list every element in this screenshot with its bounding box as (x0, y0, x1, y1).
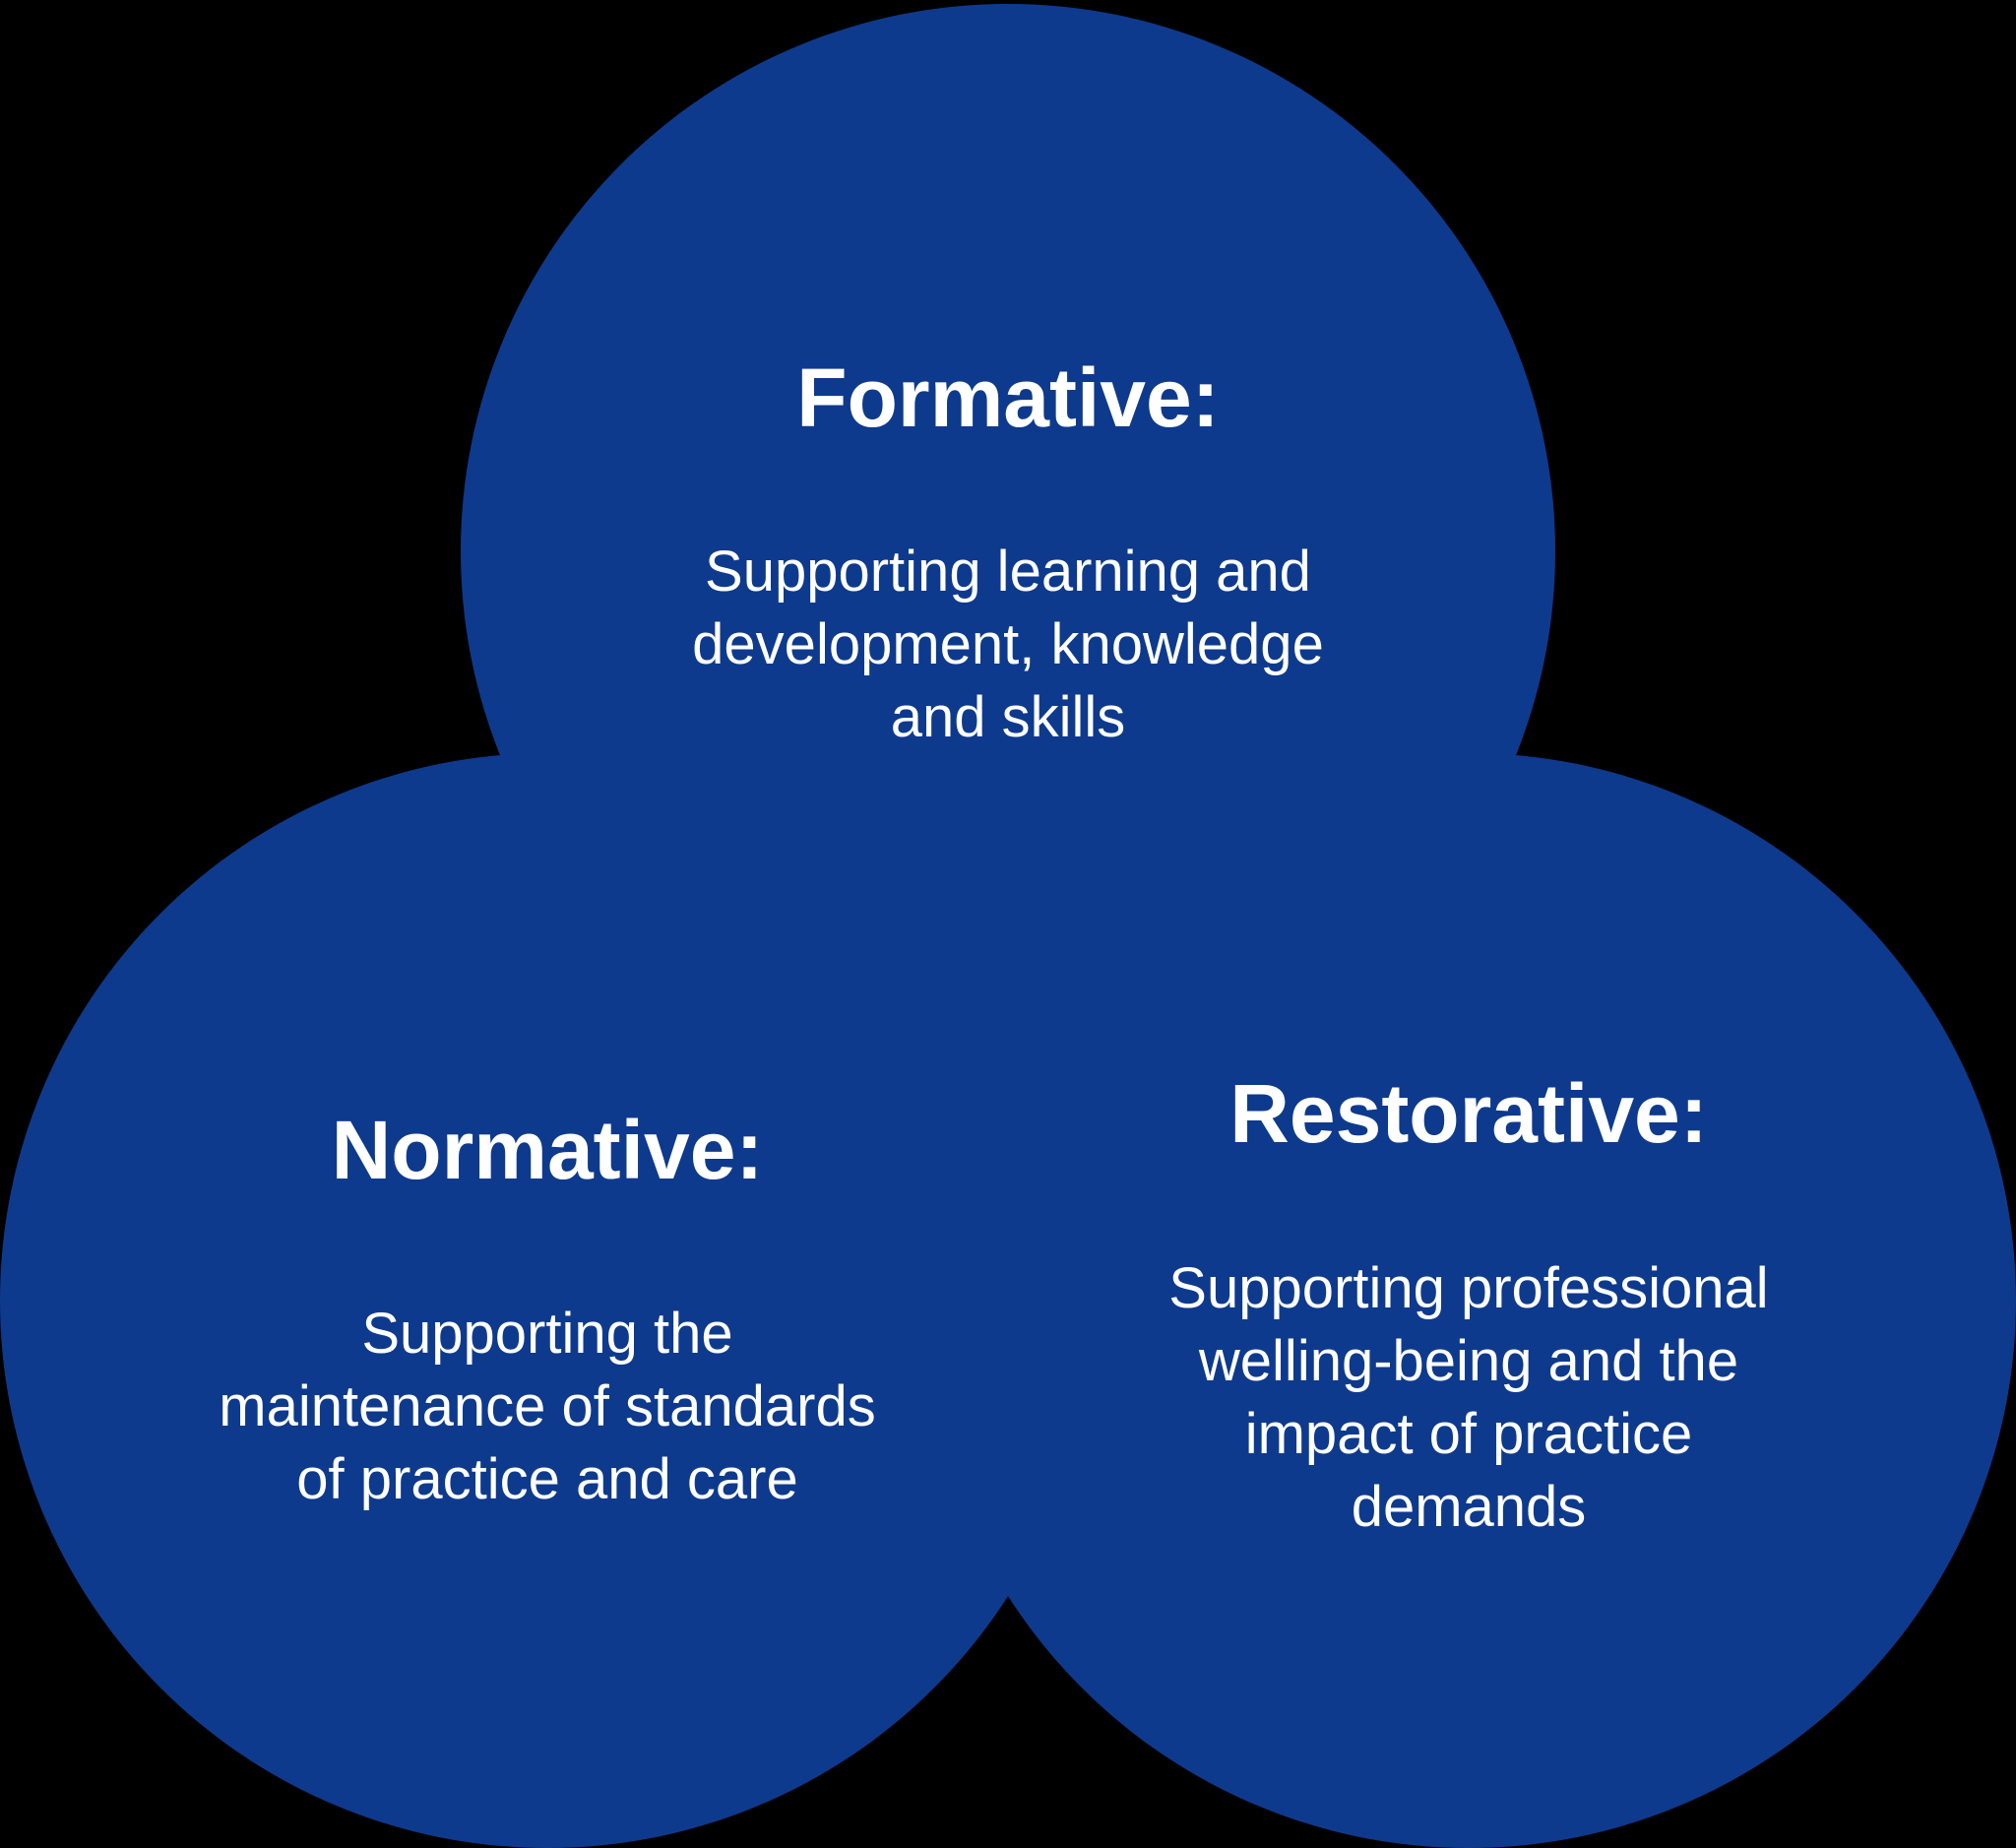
restorative-description: Supporting professional welling-being an… (1168, 1256, 1769, 1539)
normative-circle (0, 753, 1095, 1848)
restorative-heading: Restorative: (1229, 1067, 1708, 1160)
restorative-circle (921, 753, 2016, 1848)
normative-description: Supporting the maintenance of standards … (219, 1302, 876, 1511)
formative-heading: Formative: (796, 351, 1220, 444)
normative-heading: Normative: (331, 1104, 764, 1196)
formative-description: Supporting learning and development, kno… (692, 540, 1324, 749)
